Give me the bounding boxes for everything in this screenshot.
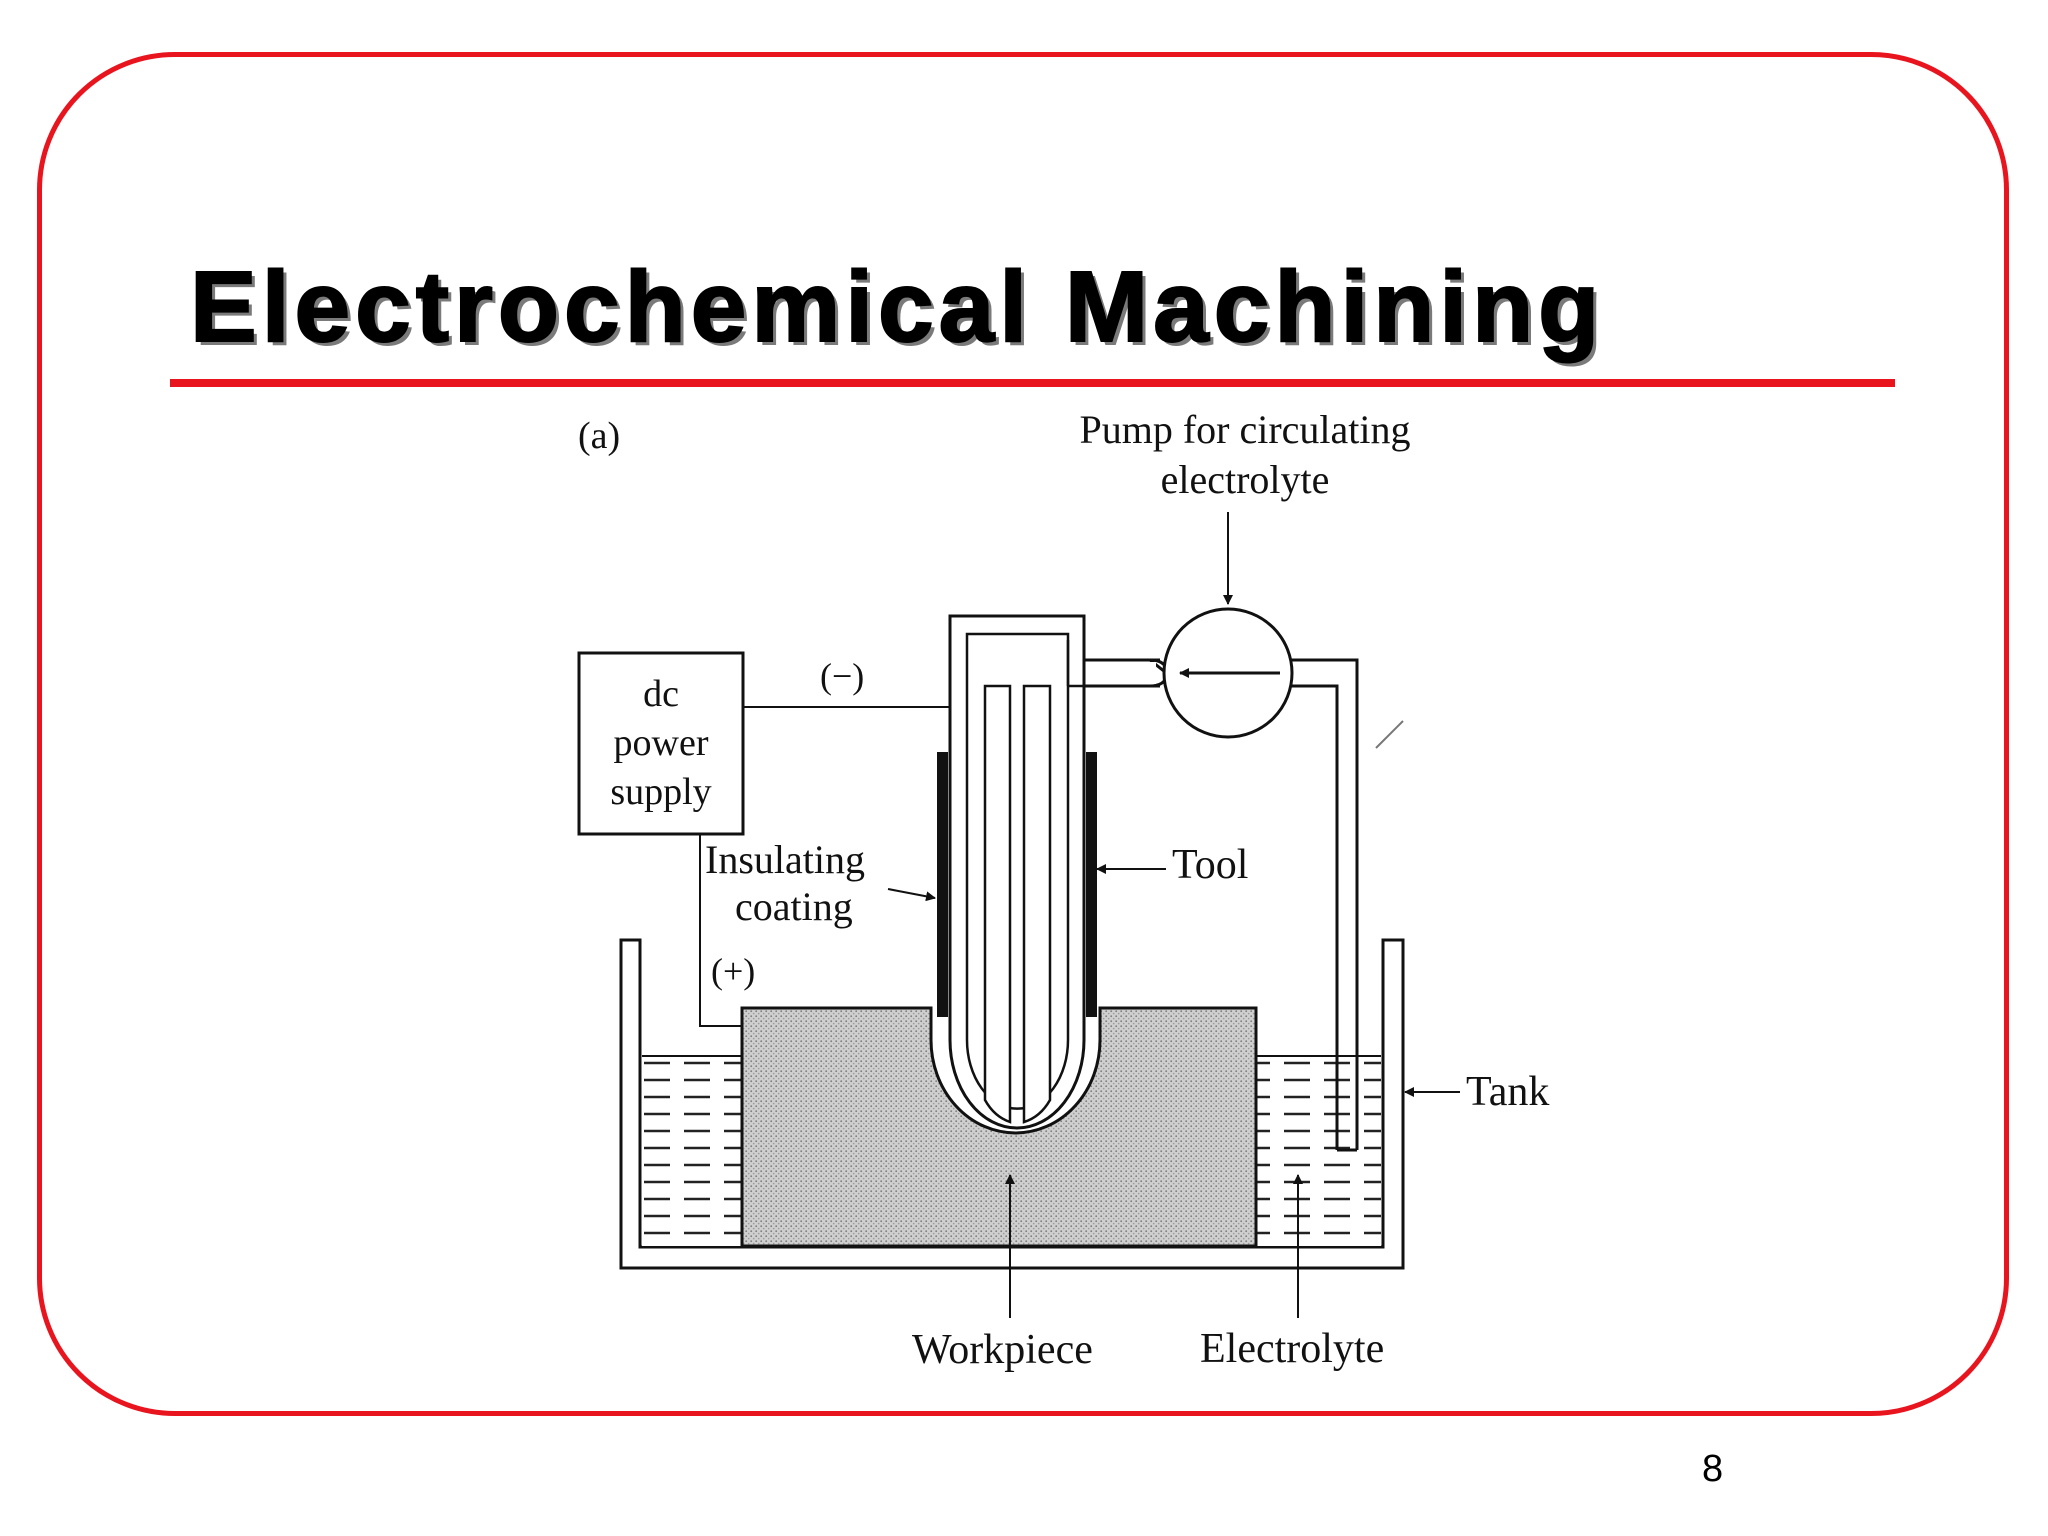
pump-label-line2: electrolyte	[1161, 457, 1330, 502]
pump-label-line1: Pump for circulating	[1079, 407, 1410, 452]
panel-label: (a)	[578, 415, 620, 457]
page-number: 8	[1702, 1448, 1724, 1490]
wires	[699, 706, 950, 1027]
return-pipe	[1290, 658, 1359, 1152]
positive-label: (+)	[711, 951, 755, 991]
pump	[1162, 607, 1294, 739]
electrolyte-right	[1256, 1056, 1381, 1246]
power-label-line2: power	[614, 722, 709, 764]
power-label-line1: dc	[643, 673, 679, 715]
slide-title: Electrochemical Machining	[189, 250, 1605, 364]
tool	[937, 614, 1097, 1130]
tool-label: Tool	[1172, 842, 1248, 888]
workpiece	[740, 1006, 1258, 1248]
insulating-label-line2: coating	[735, 884, 853, 929]
insulating-coating-left	[937, 752, 948, 1017]
insulating-label-line1: Insulating	[705, 837, 865, 882]
tank	[619, 938, 1405, 1270]
dc-power-supply: dc power supply	[577, 651, 745, 836]
title-underline	[170, 379, 1895, 387]
electrolyte-left	[642, 1056, 742, 1246]
workpiece-label: Workpiece	[912, 1327, 1093, 1373]
slide-frame	[37, 52, 2009, 1416]
negative-label: (−)	[820, 656, 864, 696]
power-label-line3: supply	[610, 771, 711, 813]
insulating-coating-right	[1086, 752, 1097, 1017]
electrolyte-label: Electrolyte	[1200, 1326, 1384, 1372]
tank-label: Tank	[1466, 1069, 1549, 1115]
